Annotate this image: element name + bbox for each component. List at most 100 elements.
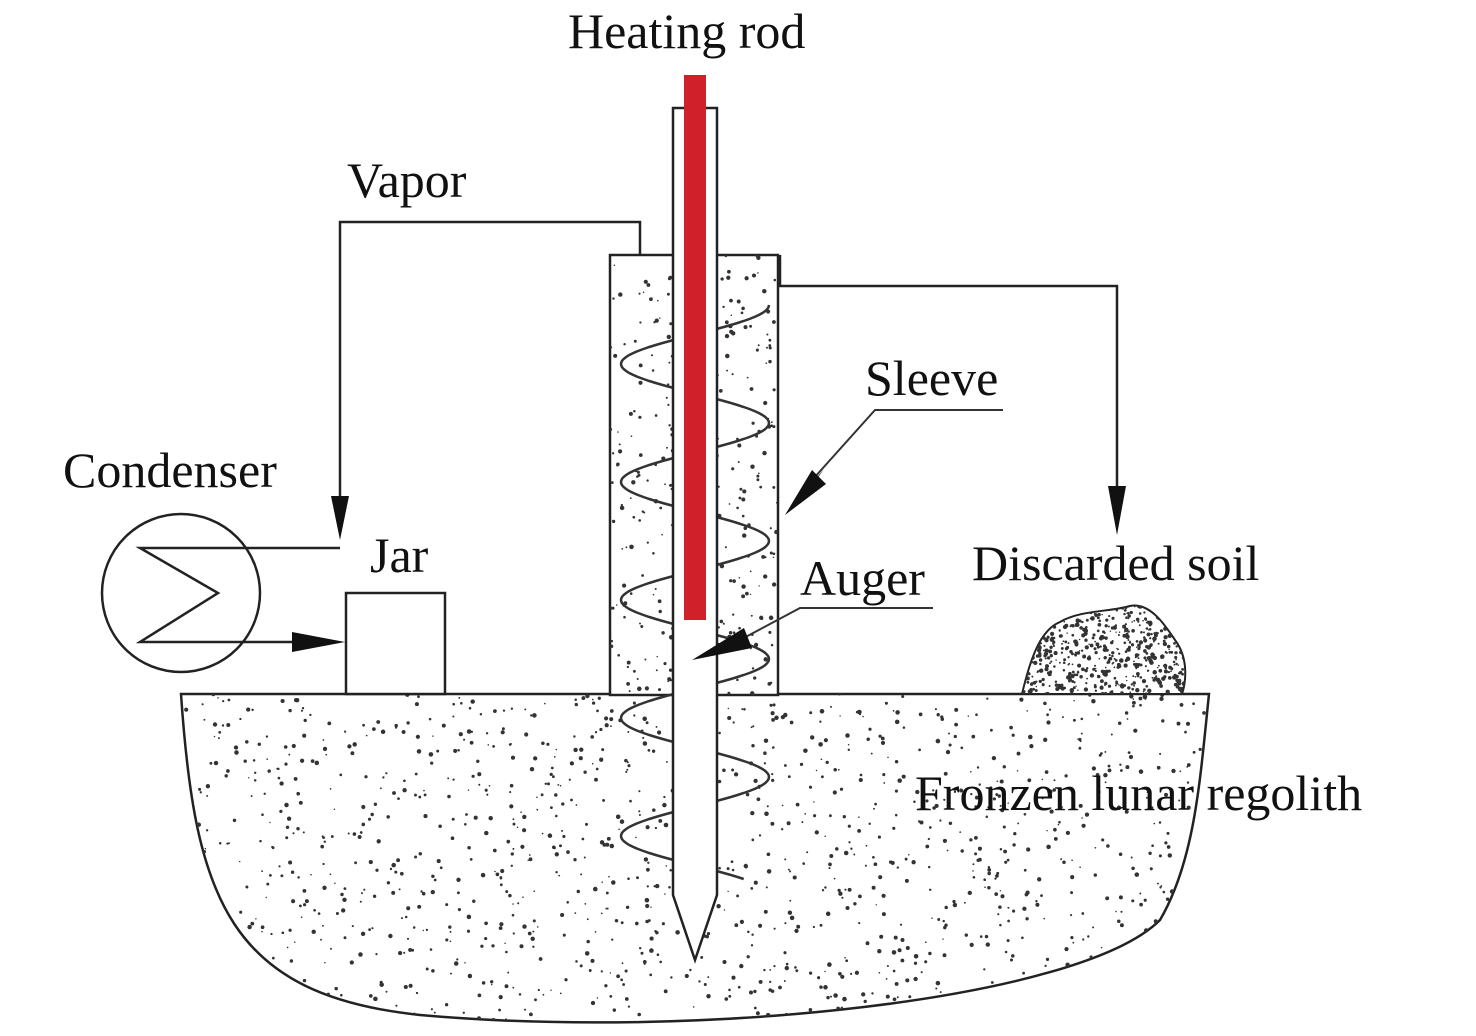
- speckle: [1043, 616, 1046, 619]
- speckle: [537, 988, 540, 992]
- speckle: [615, 814, 621, 820]
- speckle: [365, 734, 368, 737]
- speckle: [808, 971, 813, 975]
- speckle: [637, 686, 642, 692]
- speckle: [303, 718, 307, 723]
- speckle: [1046, 829, 1048, 832]
- speckle: [948, 743, 952, 747]
- speckle: [480, 872, 486, 878]
- speckle: [414, 772, 418, 776]
- speckle: [1027, 625, 1031, 630]
- speckle: [940, 997, 945, 1003]
- speckle: [795, 802, 800, 807]
- speckle: [642, 960, 647, 964]
- speckle: [1004, 1024, 1008, 1028]
- speckle: [1149, 643, 1153, 647]
- speckle: [784, 965, 790, 971]
- speckle: [1058, 820, 1061, 824]
- speckle: [1108, 656, 1113, 661]
- speckle: [391, 862, 396, 868]
- speckle: [404, 915, 408, 919]
- speckle: [770, 643, 774, 647]
- speckle: [743, 526, 748, 530]
- speckle: [656, 299, 659, 302]
- speckle: [202, 934, 208, 940]
- vapor-line: [338, 220, 642, 520]
- speckle: [1042, 682, 1044, 685]
- speckle: [781, 828, 784, 831]
- speckle: [534, 998, 537, 1002]
- speckle: [772, 320, 776, 324]
- speckle: [658, 609, 662, 614]
- speckle: [918, 712, 923, 717]
- speckle: [723, 909, 726, 911]
- speckle: [1072, 718, 1076, 722]
- speckle: [932, 789, 935, 792]
- speckle: [499, 922, 504, 927]
- speckle: [1125, 607, 1128, 610]
- speckle: [649, 936, 654, 941]
- speckle: [1152, 670, 1157, 675]
- speckle: [1132, 681, 1136, 685]
- speckle: [871, 992, 874, 995]
- speckle: [799, 1018, 804, 1023]
- speckle: [651, 749, 656, 753]
- speckle: [1006, 939, 1010, 943]
- speckle: [367, 817, 372, 821]
- speckle: [610, 725, 612, 727]
- speckle: [1035, 654, 1040, 658]
- speckle: [218, 842, 222, 845]
- speckle: [263, 1022, 267, 1023]
- speckle: [1122, 624, 1127, 629]
- speckle: [746, 376, 749, 379]
- speckle: [508, 893, 512, 898]
- speckle: [466, 729, 472, 734]
- speckle: [609, 995, 613, 998]
- speckle: [1135, 667, 1138, 670]
- speckle: [464, 823, 467, 826]
- speckle: [863, 999, 867, 1004]
- speckle: [927, 837, 930, 841]
- speckle: [741, 594, 746, 599]
- speckle: [594, 931, 597, 933]
- speckle: [1090, 616, 1095, 621]
- speckle: [940, 1012, 943, 1014]
- speckle: [591, 762, 594, 765]
- speckle: [1046, 720, 1051, 725]
- speckle: [1053, 779, 1056, 782]
- speckle: [1052, 788, 1056, 792]
- speckle: [920, 971, 923, 974]
- speckle: [1118, 852, 1123, 856]
- speckle: [1104, 781, 1107, 784]
- speckle: [1187, 606, 1189, 608]
- speckle: [1150, 806, 1154, 810]
- speckle: [416, 749, 422, 754]
- speckle: [766, 805, 769, 808]
- speckle: [1102, 630, 1105, 634]
- speckle: [1087, 599, 1090, 602]
- speckle: [819, 985, 823, 989]
- speckle: [884, 701, 888, 705]
- speckle: [368, 860, 373, 865]
- speckle: [1071, 605, 1076, 609]
- speckle: [644, 897, 650, 903]
- speckle: [601, 748, 605, 752]
- speckle: [379, 980, 383, 984]
- speckle: [1180, 639, 1184, 644]
- speckle: [1181, 626, 1185, 629]
- speckle: [1127, 648, 1131, 652]
- speckle: [1009, 725, 1013, 730]
- speckle: [799, 762, 804, 767]
- speckle: [668, 668, 673, 672]
- speckle: [287, 990, 292, 995]
- speckle: [550, 766, 554, 770]
- speckle: [1183, 640, 1186, 645]
- speckle: [1027, 778, 1032, 783]
- speckle: [288, 708, 292, 713]
- speckle: [432, 735, 434, 737]
- speckle: [594, 731, 598, 734]
- speckle: [415, 991, 419, 995]
- speckle: [1070, 914, 1073, 917]
- speckle: [1046, 844, 1051, 850]
- speckle: [728, 988, 731, 992]
